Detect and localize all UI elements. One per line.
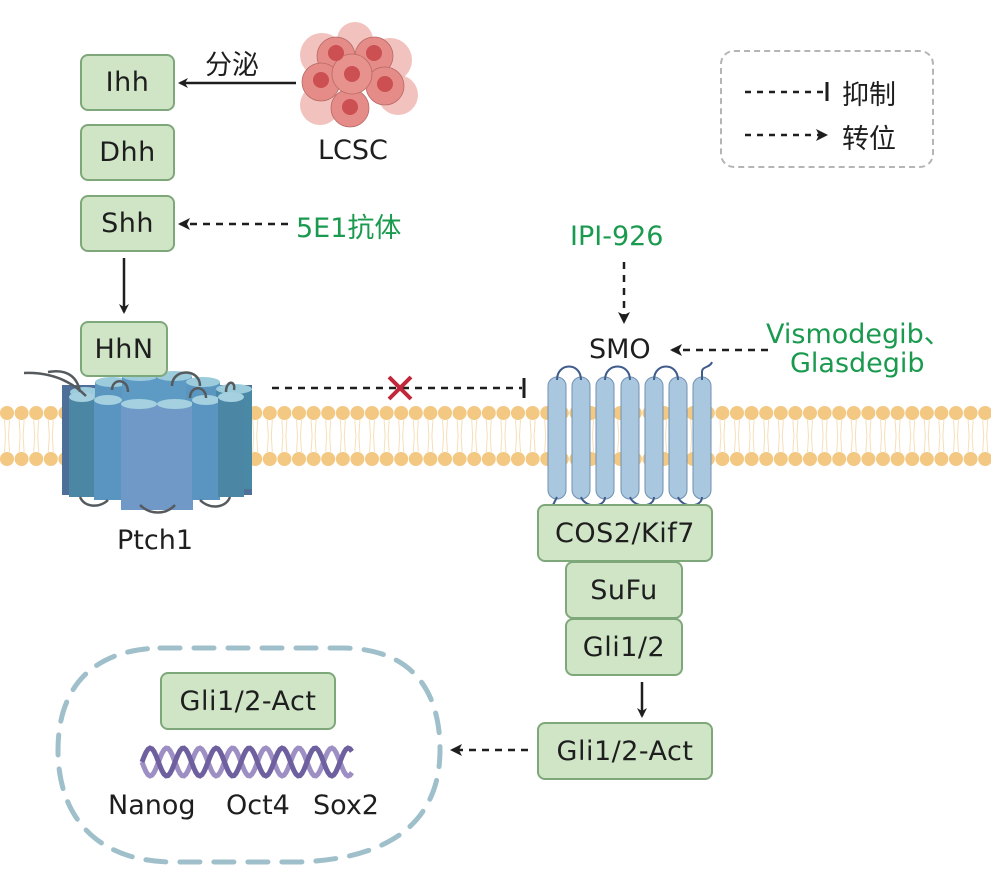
ptch1-receptor-icon [23,369,252,514]
ipi926-label: IPI-926 [570,221,664,252]
vismodegib-label: Vismodegib、 [766,319,951,350]
dna-helix-icon [139,745,354,779]
legend-symbols [745,82,829,141]
gli12-box[interactable]: Gli1/2 [565,618,683,676]
ligand-dhh[interactable]: Dhh [80,124,175,181]
antibody-label: 5E1抗体 [296,213,402,244]
secretion-label: 分泌 [205,50,259,81]
nucleus-outline [55,645,443,865]
ligand-hhn[interactable]: HhN [80,321,168,377]
ligand-shh[interactable]: Shh [80,195,175,252]
glasdegib-label: Glasdegib [790,348,925,379]
ptch1-label: Ptch1 [117,525,194,556]
nuclear-gli12-act-box[interactable]: Gli1/2-Act [160,672,336,730]
legend-translocate-label: 转位 [842,124,896,155]
gene-sox2: Sox2 [313,790,379,821]
lcsc-label: LCSC [318,135,388,166]
smo-label: SMO [589,334,651,365]
smo-receptor-icon [547,361,713,507]
legend-inhibit-label: 抑制 [842,80,896,111]
sufu-box[interactable]: SuFu [565,561,683,619]
cell-cluster-icon [300,22,418,128]
block-x-icon [387,375,413,401]
gli12-act-box[interactable]: Gli1/2-Act [537,722,713,780]
gene-oct4: Oct4 [226,790,290,821]
cos2-kif7-box[interactable]: COS2/Kif7 [537,504,713,562]
legend [720,50,934,168]
gene-nanog: Nanog [108,790,196,821]
ligand-ihh[interactable]: Ihh [80,54,175,111]
